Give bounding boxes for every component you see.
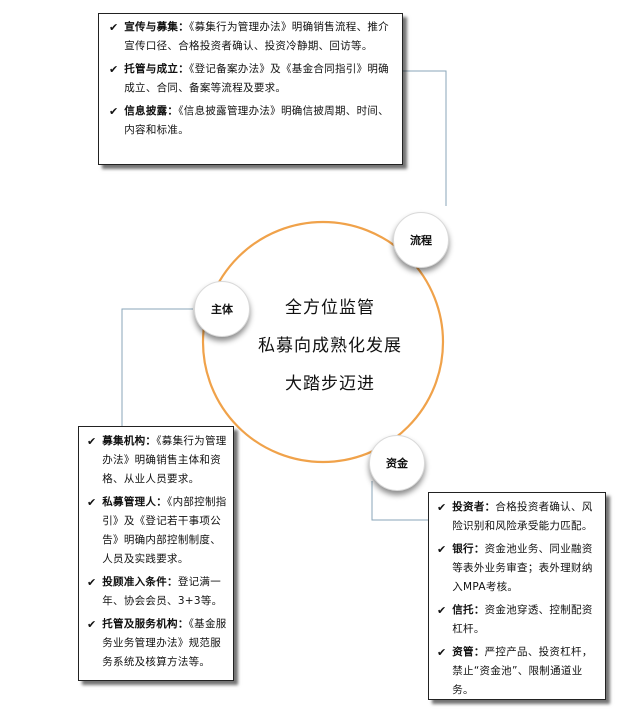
item-text: 《募集行为管理办法》明确销售流程、推介宣传口径、合格投资者确认、投资冷静期、回访… <box>124 21 389 52</box>
check-icon: ✔ <box>87 576 97 589</box>
subject-item-4: ✔ 托管及服务机构：《基金服务业务管理办法》规范服务系统及核算方法等。 <box>87 615 227 672</box>
item-text: 《信息披露管理办法》明确信披周期、时间、内容和标准。 <box>124 105 389 136</box>
connector-process <box>403 70 447 206</box>
item-text: 《募集行为管理办法》明确销售主体和资格、从业人员要求。 <box>102 435 227 485</box>
check-icon: ✔ <box>437 646 447 659</box>
item-title: 信息披露： <box>124 105 179 117</box>
item-title: 募集机构： <box>102 435 157 447</box>
connector-subject <box>121 308 193 433</box>
item-text: 合格投资者确认、风险识别和风险承受能力匹配。 <box>452 501 593 532</box>
item-title: 资管： <box>452 646 485 658</box>
check-icon: ✔ <box>87 496 97 509</box>
item-text: 《基金服务业务管理办法》规范服务系统及核算方法等。 <box>102 618 227 668</box>
node-process: 流程 <box>393 212 449 268</box>
connector-funds <box>371 481 430 521</box>
subject-item-1: ✔ 募集机构：《募集行为管理办法》明确销售主体和资格、从业人员要求。 <box>87 432 227 489</box>
item-text: 资金池穿透、控制配资杠杆。 <box>452 604 593 635</box>
center-title-line2: 私募向成熟化发展 <box>258 336 402 356</box>
node-funds: 资金 <box>369 435 425 491</box>
process-item-1: ✔ 宣传与募集：《募集行为管理办法》明确销售流程、推介宣传口径、合格投资者确认、… <box>109 18 392 56</box>
process-box: ✔ 宣传与募集：《募集行为管理办法》明确销售流程、推介宣传口径、合格投资者确认、… <box>98 13 403 165</box>
check-icon: ✔ <box>87 618 97 631</box>
item-text: 《内部控制指引》及《登记若干事项公告》明确内部控制制度、人员及实践要求。 <box>102 496 227 565</box>
check-icon: ✔ <box>87 435 97 448</box>
item-title: 托管与成立： <box>124 63 190 75</box>
center-ring <box>201 220 445 464</box>
funds-item-3: ✔ 信托：资金池穿透、控制配资杠杆。 <box>437 601 599 639</box>
check-icon: ✔ <box>437 543 447 556</box>
check-icon: ✔ <box>109 21 119 34</box>
item-title: 宣传与募集： <box>124 21 190 33</box>
item-title: 银行： <box>452 543 485 555</box>
item-title: 投资者： <box>452 501 496 513</box>
check-icon: ✔ <box>437 501 447 514</box>
center-title-line1: 全方位监管 <box>285 298 375 318</box>
subject-box: ✔ 募集机构：《募集行为管理办法》明确销售主体和资格、从业人员要求。 ✔ 私募管… <box>78 426 234 681</box>
check-icon: ✔ <box>109 63 119 76</box>
subject-item-3: ✔ 投顾准入条件：登记满一年、协会会员、3+3等。 <box>87 573 227 611</box>
center-title-line3: 大踏步迈进 <box>285 374 375 394</box>
funds-item-2: ✔ 银行：资金池业务、同业融资等表外业务审查；表外理财纳入MPA考核。 <box>437 540 599 597</box>
process-item-2: ✔ 托管与成立：《登记备案办法》及《基金合同指引》明确成立、合同、备案等流程及要… <box>109 60 392 98</box>
node-subject: 主体 <box>194 281 250 337</box>
item-title: 私募管理人： <box>102 496 168 508</box>
item-title: 投顾准入条件： <box>102 576 178 588</box>
item-text: 严控产品、投资杠杆，禁止“资金池”、限制通道业务。 <box>452 646 593 696</box>
process-item-3: ✔ 信息披露：《信息披露管理办法》明确信披周期、时间、内容和标准。 <box>109 102 392 140</box>
item-text: 资金池业务、同业融资等表外业务审查；表外理财纳入MPA考核。 <box>452 543 593 593</box>
item-text: 《登记备案办法》及《基金合同指引》明确成立、合同、备案等流程及要求。 <box>124 63 389 94</box>
check-icon: ✔ <box>109 105 119 118</box>
subject-item-2: ✔ 私募管理人：《内部控制指引》及《登记若干事项公告》明确内部控制制度、人员及实… <box>87 493 227 569</box>
funds-box: ✔ 投资者：合格投资者确认、风险识别和风险承受能力匹配。 ✔ 银行：资金池业务、… <box>428 492 606 700</box>
funds-item-1: ✔ 投资者：合格投资者确认、风险识别和风险承受能力匹配。 <box>437 498 599 536</box>
item-text: 登记满一年、协会会员、3+3等。 <box>102 576 223 607</box>
item-title: 托管及服务机构： <box>102 618 189 630</box>
item-title: 信托： <box>452 604 485 616</box>
funds-item-4: ✔ 资管：严控产品、投资杠杆，禁止“资金池”、限制通道业务。 <box>437 643 599 700</box>
check-icon: ✔ <box>437 604 447 617</box>
